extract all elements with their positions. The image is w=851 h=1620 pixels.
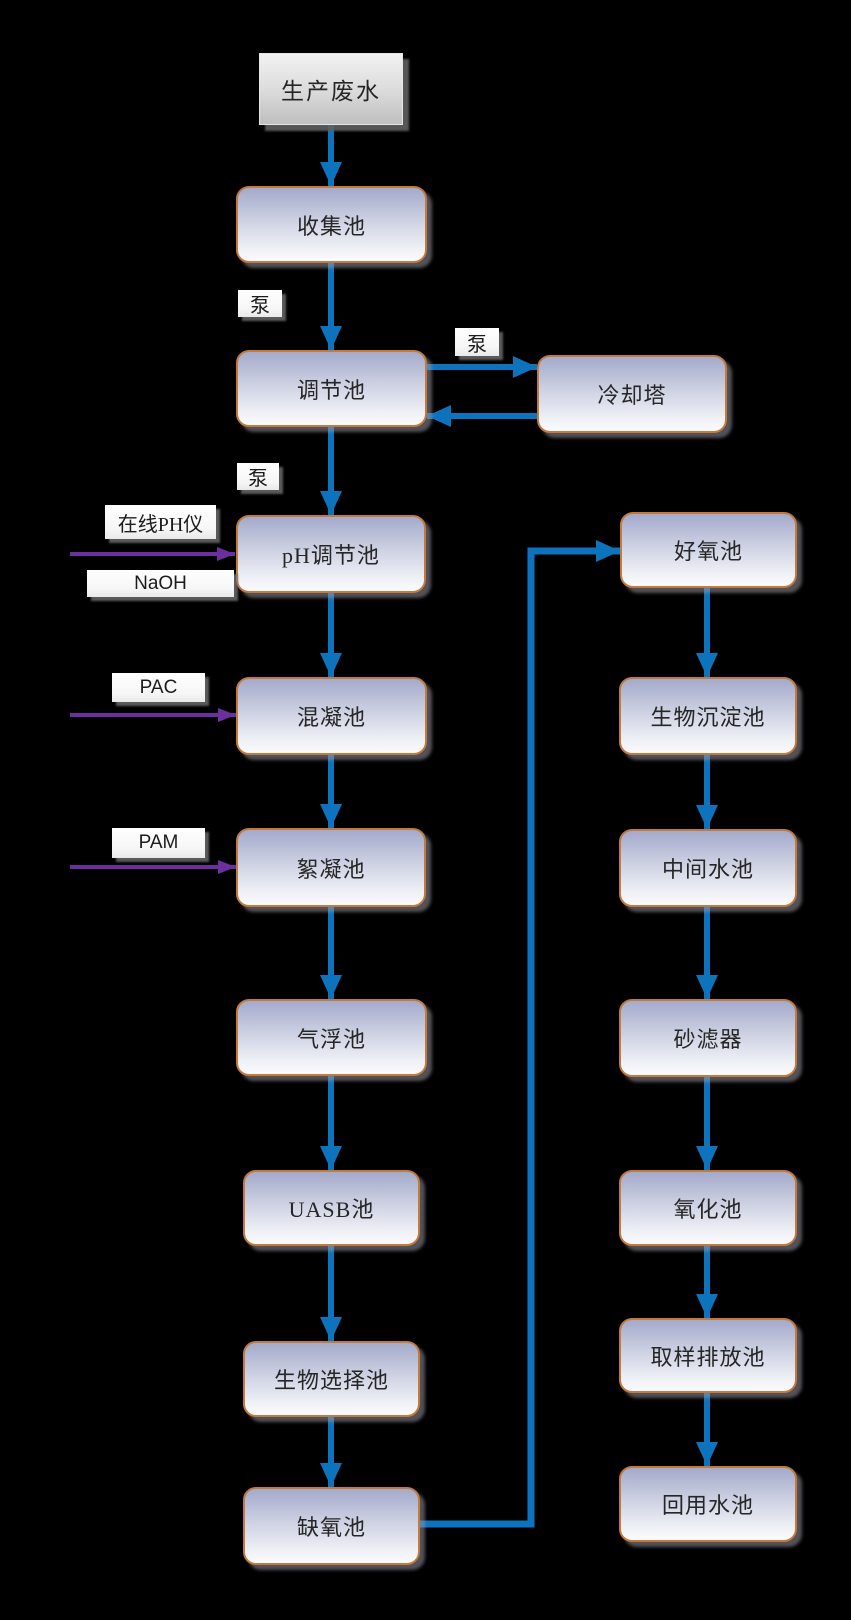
- pump-label-2: 泵: [455, 328, 499, 356]
- node-bio-selector-pool: 生物选择池: [243, 1341, 420, 1417]
- node-sampling-discharge-pool: 取样排放池: [619, 1318, 797, 1393]
- pump-label-3: 泵: [237, 463, 279, 490]
- node-reuse-pool: 回用水池: [619, 1466, 797, 1542]
- node-coagulation-pool: 混凝池: [236, 677, 427, 755]
- node-collection-pool: 收集池: [236, 186, 427, 263]
- node-regulation-pool: 调节池: [236, 350, 427, 427]
- node-sand-filter: 砂滤器: [619, 999, 797, 1077]
- node-air-flotation-pool: 气浮池: [236, 999, 427, 1076]
- online-ph-meter-label: 在线PH仪: [105, 505, 216, 539]
- node-bio-sedimentation-pool: 生物沉淀池: [619, 677, 797, 755]
- pump-label-1: 泵: [238, 290, 282, 317]
- node-oxidation-pool: 氧化池: [619, 1170, 797, 1246]
- node-flocculation-pool: 絮凝池: [236, 828, 426, 907]
- node-intermediate-pool: 中间水池: [619, 829, 797, 907]
- pam-label: PAM: [112, 828, 205, 858]
- arrow-anoxic-to-aerobic-feedline: [420, 540, 620, 1528]
- node-aerobic-pool: 好氧池: [620, 512, 797, 588]
- node-production-wastewater: 生产废水: [259, 53, 403, 125]
- node-uasb-pool: UASB池: [243, 1170, 420, 1246]
- node-anoxic-pool: 缺氧池: [243, 1487, 420, 1565]
- pac-label: PAC: [112, 673, 205, 702]
- naoh-label: NaOH: [87, 570, 234, 597]
- node-ph-adjust-pool: pH调节池: [236, 515, 426, 593]
- node-cooling-tower: 冷却塔: [537, 355, 727, 433]
